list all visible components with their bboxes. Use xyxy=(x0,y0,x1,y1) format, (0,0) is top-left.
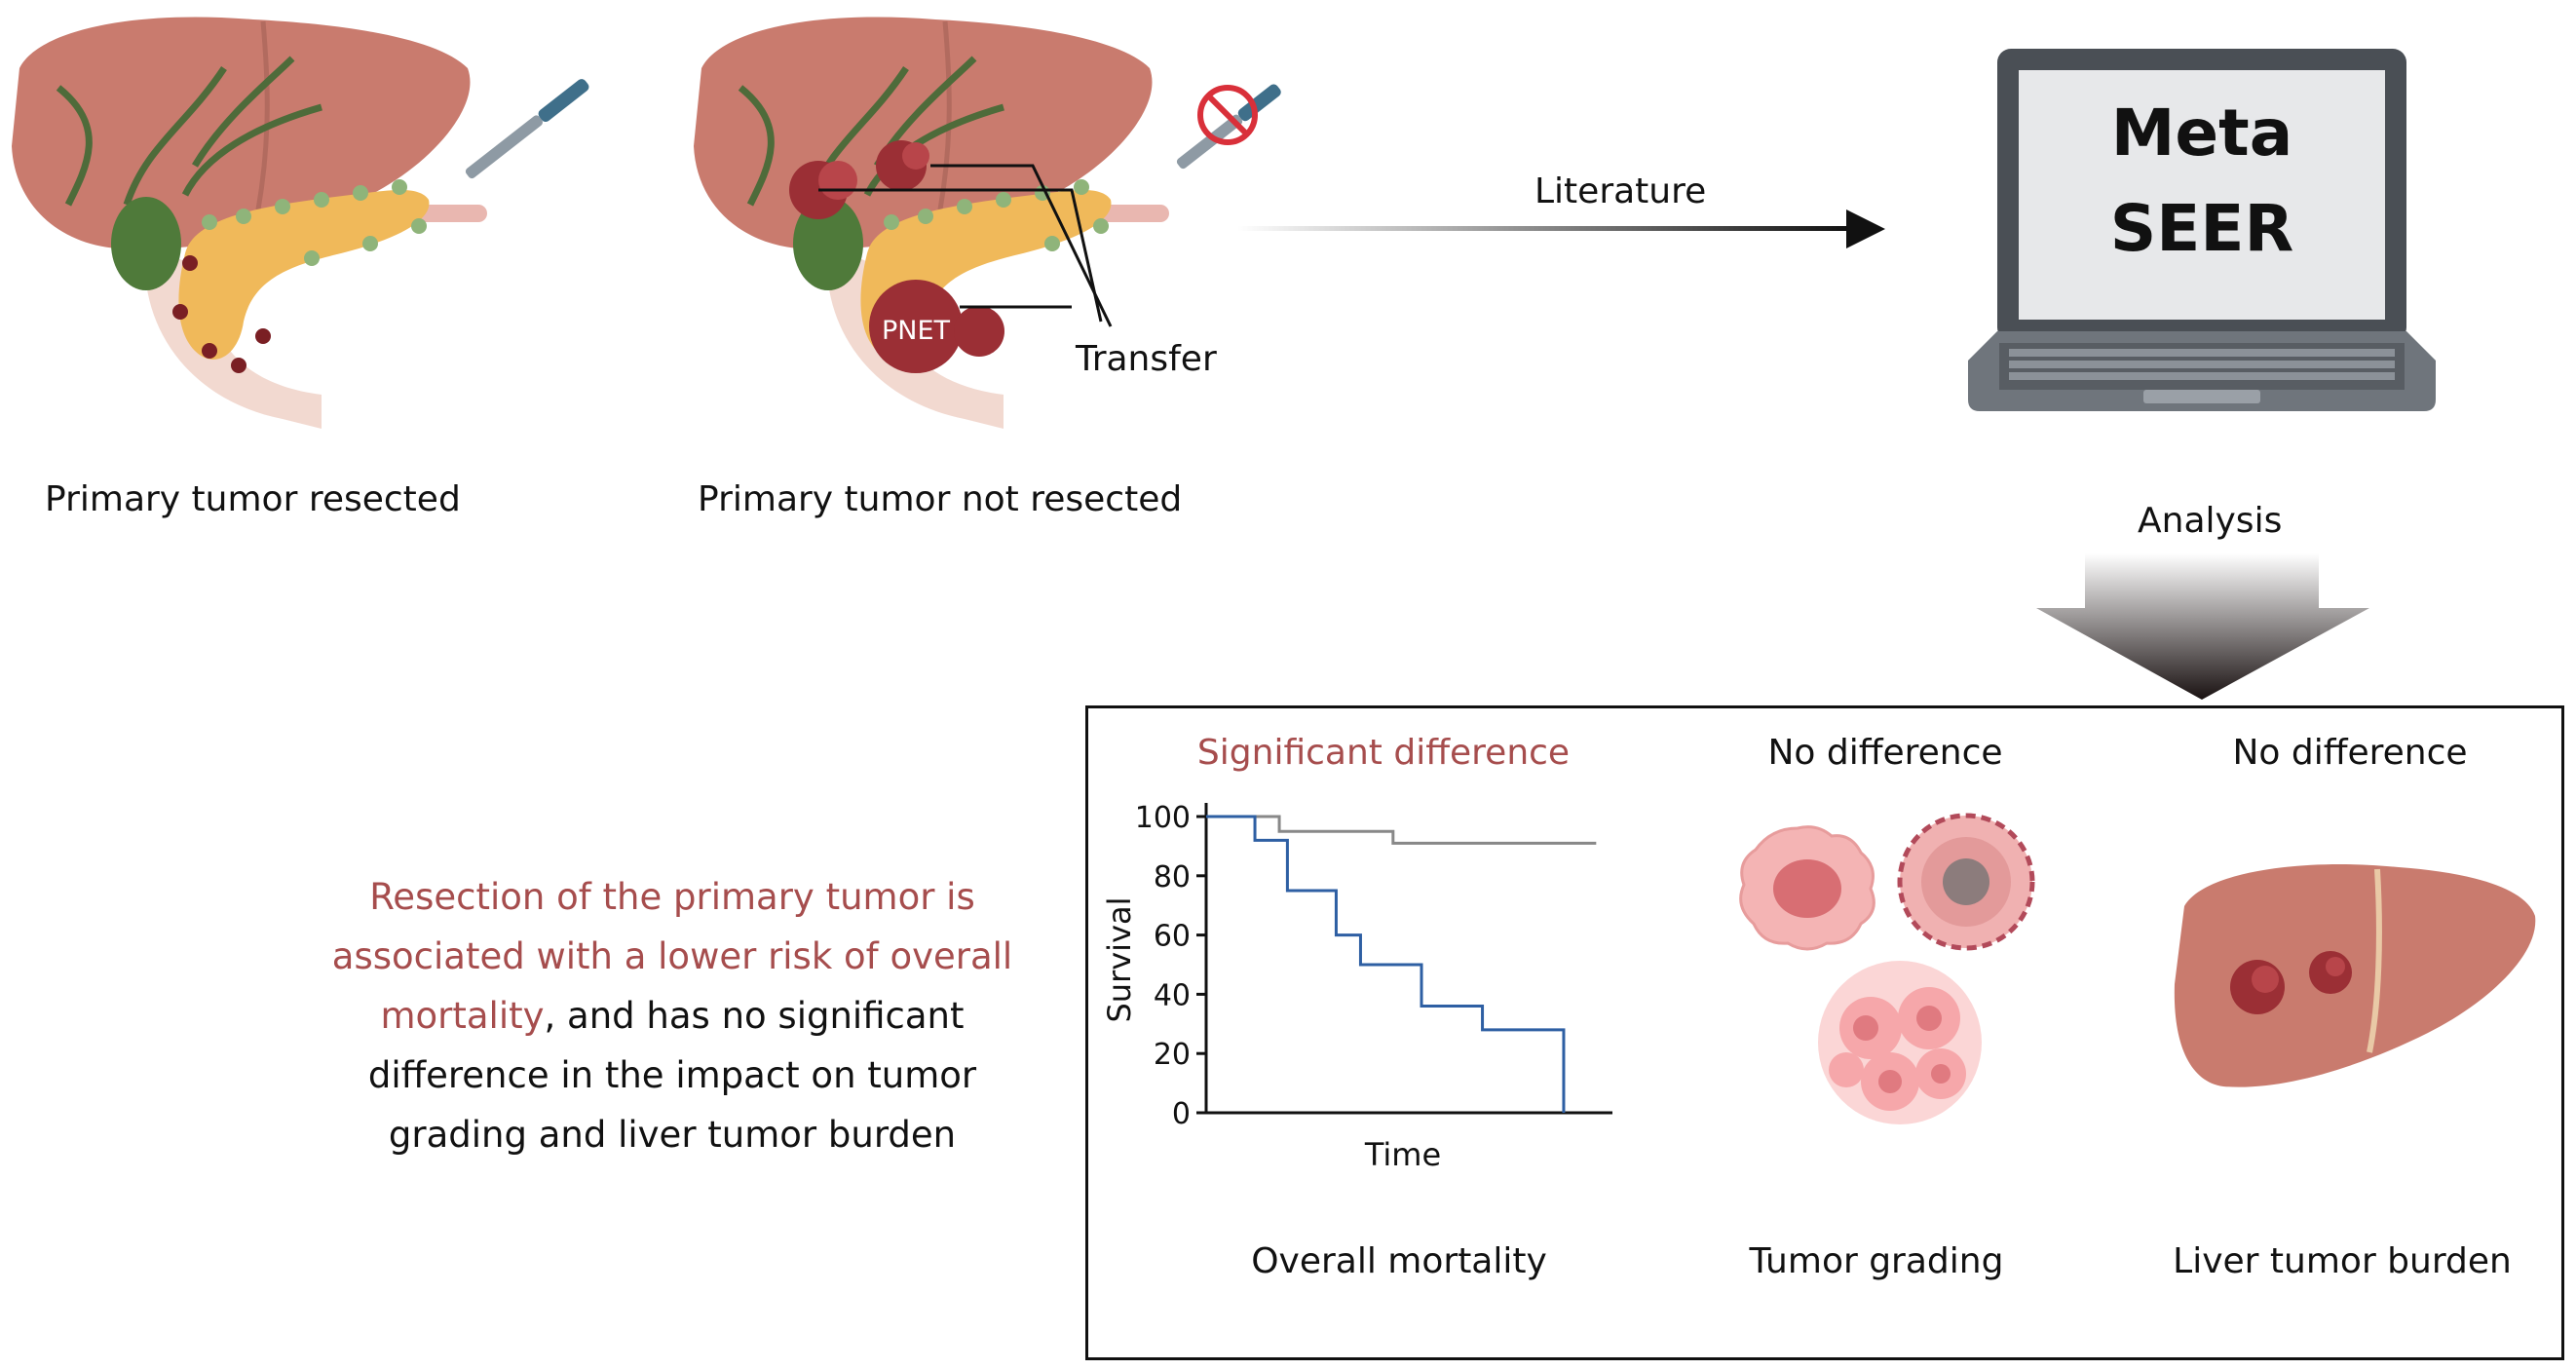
panel-header-grading: No difference xyxy=(1767,733,2003,773)
analysis-label: Analysis xyxy=(2138,501,2283,541)
km-series-line-2 xyxy=(1206,815,1566,1113)
laptop-icon xyxy=(1968,49,2436,411)
liver-metastasis-icon xyxy=(2230,951,2352,1014)
chart-y-tick-label: 100 xyxy=(1135,801,1191,835)
chart-y-tick-label: 80 xyxy=(1154,860,1191,894)
chart-ylabel: Survival xyxy=(1101,896,1138,1022)
chart-y-tick-label: 60 xyxy=(1154,920,1191,954)
conclusion-highlight: Resection of the primary tumor is associ… xyxy=(331,876,1013,1037)
conclusion-rest: , and has no significant difference in t… xyxy=(367,995,977,1156)
gallbladder-icon xyxy=(111,197,181,290)
literature-label: Literature xyxy=(1534,171,1707,211)
caption-tumor-grading: Tumor grading xyxy=(1749,1241,2004,1281)
primary-resected-label: Primary tumor resected xyxy=(45,479,461,519)
analysis-arrow-icon xyxy=(2036,553,2369,700)
pancreas-icon xyxy=(178,190,430,360)
transfer-label: Transfer xyxy=(1076,339,1217,379)
panel-header-liver: No difference xyxy=(2232,733,2468,773)
chart-y-tick-label: 40 xyxy=(1154,978,1191,1012)
liver-pancreas-not-resected-illustration: PNET xyxy=(694,17,1281,429)
laptop-seer-text: SEER xyxy=(2109,191,2294,266)
chart-y-tick-label: 0 xyxy=(1172,1097,1191,1131)
no-scalpel-icon xyxy=(1176,84,1281,170)
liver-icon xyxy=(2174,863,2536,1087)
cell-icon xyxy=(1897,813,2035,951)
liver-pancreas-resected-illustration xyxy=(12,17,589,429)
literature-arrow-icon xyxy=(1237,209,1885,248)
primary-not-resected-label: Primary tumor not resected xyxy=(698,479,1183,519)
liver-tumor-burden-illustration xyxy=(2174,863,2536,1087)
caption-liver-tumor-burden: Liver tumor burden xyxy=(2173,1241,2512,1281)
km-series-line-1 xyxy=(1206,815,1597,845)
tumor-cells-illustration xyxy=(1739,813,2035,1124)
laptop-screen: Meta SEER xyxy=(2019,86,2385,277)
conclusion-text: Resection of the primary tumor is associ… xyxy=(322,867,1023,1164)
scalpel-icon xyxy=(465,79,589,179)
cell-icon xyxy=(1739,825,1875,951)
chart-xlabel: Time xyxy=(1364,1136,1441,1173)
gallbladder-icon xyxy=(793,197,863,290)
survival-chart: 0 20 40 60 80 100 Survival Time xyxy=(1101,801,1612,1173)
pnet-tumor-icon xyxy=(869,280,963,373)
cell-icon xyxy=(1818,961,1982,1124)
panel-header-mortality: Significant difference xyxy=(1196,733,1571,773)
pnet-label: PNET xyxy=(882,316,951,346)
chart-y-tick-label: 20 xyxy=(1154,1038,1191,1072)
laptop-meta-text: Meta xyxy=(2110,95,2293,171)
caption-overall-mortality: Overall mortality xyxy=(1251,1241,1547,1281)
